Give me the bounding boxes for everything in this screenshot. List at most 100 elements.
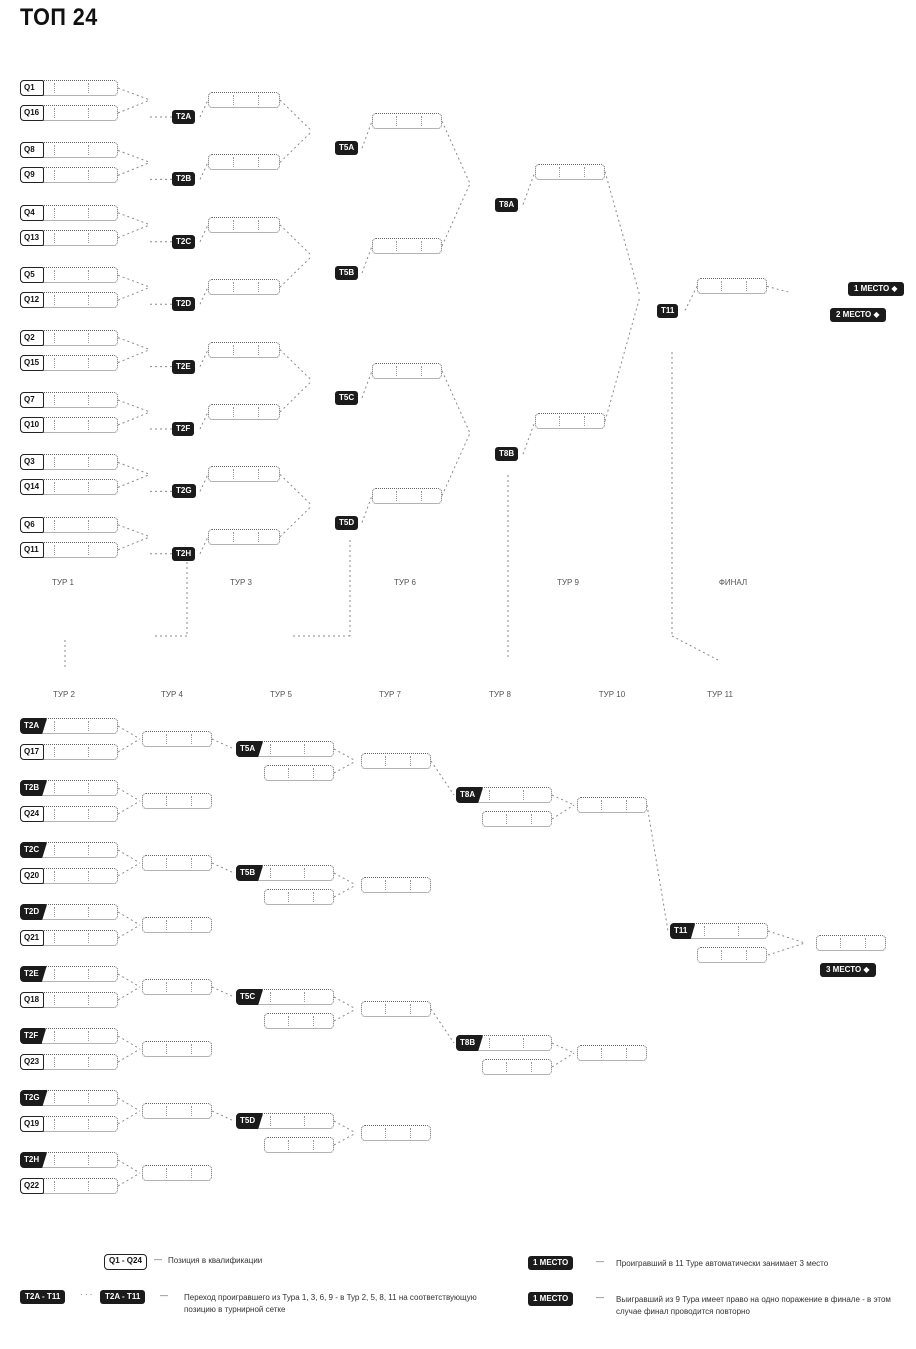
seed-slot: Q7 (20, 392, 118, 408)
legend-seed-badge: Q1 - Q24 (104, 1254, 147, 1270)
winner-slot (208, 279, 280, 296)
connector-line (199, 224, 209, 243)
round-label: ТУР 11 (707, 690, 733, 699)
connector-line (279, 99, 313, 132)
seed-badge: Q5 (20, 267, 44, 284)
connector-line (361, 495, 373, 523)
connector-line (117, 461, 151, 475)
seed-slot: Q20 (20, 868, 118, 884)
winner-slot (208, 404, 280, 420)
match-tag: T2H (20, 1152, 48, 1168)
seed-badge: Q13 (20, 229, 44, 246)
winner-slot (142, 1103, 212, 1119)
connector-line (117, 99, 151, 114)
round-label: ТУР 2 (53, 690, 75, 699)
winner-slot (142, 979, 212, 995)
connector-line (551, 794, 575, 806)
connector-line (604, 296, 641, 422)
seed-slot: Q15 (20, 354, 118, 371)
winner-slot (142, 793, 212, 809)
winner-slot (208, 466, 280, 483)
winner-slot (264, 1137, 334, 1153)
match-tag: T8A (456, 787, 484, 803)
connector-line (333, 1120, 357, 1134)
winner-slot (208, 528, 280, 545)
legend-dash: — (160, 1291, 168, 1300)
connector-line (551, 804, 575, 820)
match-tag: T5D (335, 515, 359, 530)
connector-line (279, 349, 313, 382)
connector-line (767, 930, 806, 944)
winner-slot (208, 92, 280, 108)
connector-line (333, 1132, 357, 1146)
connector-line (199, 349, 209, 367)
lower-tag-slot: T2E (20, 966, 118, 982)
seed-badge: Q10 (20, 417, 44, 433)
seed-badge: Q8 (20, 142, 44, 159)
seed-slot: Q23 (20, 1054, 118, 1070)
seed-slot: Q2 (20, 329, 118, 346)
round-label: ТУР 1 (52, 578, 74, 587)
lower-tag-slot: T5C (236, 989, 334, 1005)
legend-loss-badge-a: T2A - T11 (20, 1290, 66, 1304)
seed-badge: Q15 (20, 354, 44, 371)
connector-line (333, 760, 357, 774)
match-tag: T8A (495, 197, 519, 212)
winner-slot (208, 216, 280, 233)
match-tag: T5A (335, 141, 359, 156)
second-place-badge: 2 МЕСТО ◆ (830, 308, 886, 323)
connector-line (117, 986, 141, 1001)
connector-line (117, 411, 151, 426)
lower-tag-slot: T2H (20, 1152, 118, 1168)
seed-badge: Q20 (20, 868, 44, 884)
connector-line (766, 285, 791, 293)
seed-badge: Q9 (20, 167, 44, 184)
match-tag: T2D (20, 904, 48, 920)
seed-badge: Q4 (20, 204, 44, 221)
lower-tag-slot: T2D (20, 904, 118, 920)
connector-line (522, 421, 536, 455)
match-tag: T11 (657, 304, 679, 319)
lower-tag-slot: T5B (236, 865, 334, 881)
legend-loss-badge-b: T2A - T11 (100, 1290, 146, 1304)
legend-dash: — (596, 1293, 604, 1302)
match-tag: T2F (172, 422, 195, 436)
connector-line (333, 872, 357, 886)
connector-line (551, 1052, 575, 1068)
connector-line (361, 121, 373, 149)
winner-slot (208, 154, 280, 171)
connector-line (767, 942, 806, 956)
winner-slot (372, 238, 442, 254)
match-tag: T2H (172, 546, 196, 561)
seed-badge: Q12 (20, 292, 44, 309)
seed-slot: Q17 (20, 744, 118, 760)
connector-line (117, 1159, 141, 1174)
seed-badge: Q2 (20, 329, 44, 346)
winner-slot (208, 341, 280, 358)
connector-line (117, 224, 151, 239)
connector-line (441, 183, 471, 247)
connector-line (199, 536, 209, 555)
winner-slot (361, 1001, 431, 1017)
seed-slot: Q6 (20, 516, 118, 533)
match-tag: T2G (20, 1090, 48, 1106)
connector-line (361, 370, 373, 398)
connector-line (199, 474, 209, 492)
seed-badge: Q7 (20, 392, 44, 408)
seed-badge: Q16 (20, 105, 44, 121)
seed-slot: Q13 (20, 229, 118, 246)
match-tag: T2C (20, 842, 48, 858)
seed-badge: Q6 (20, 516, 44, 533)
lower-tag-slot: T8B (456, 1035, 552, 1051)
round-label: ТУР 7 (379, 690, 401, 699)
seed-slot: Q5 (20, 267, 118, 284)
final-slot (697, 278, 767, 295)
seed-badge: Q17 (20, 744, 44, 760)
connector-line (211, 862, 235, 874)
winner-slot (372, 113, 442, 130)
connector-line (279, 380, 313, 413)
seed-slot: Q12 (20, 292, 118, 309)
match-tag: T2E (20, 966, 47, 982)
